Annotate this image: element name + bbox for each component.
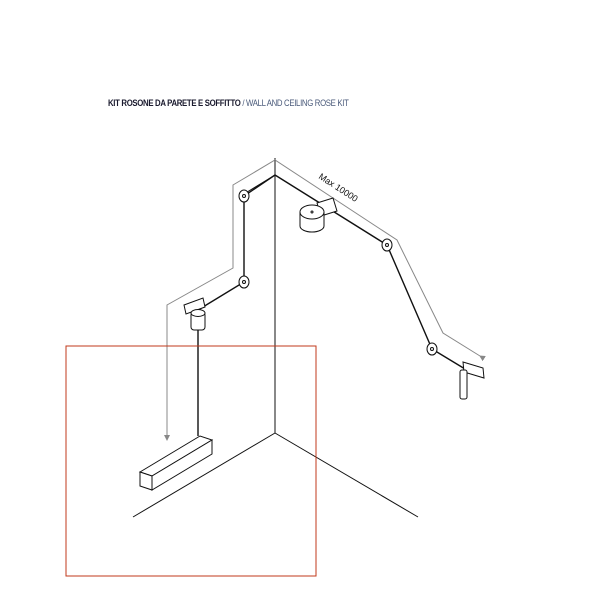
pulley-icon <box>381 238 393 252</box>
pulley-icon <box>238 275 250 289</box>
title-italian: KIT ROSONE DA PARETE E SOFFITTO <box>108 98 241 109</box>
diagram-title: KIT ROSONE DA PARETE E SOFFITTO / WALL A… <box>108 98 349 109</box>
ceiling-rose-icon <box>299 197 338 233</box>
title-english: WALL AND CEILING ROSE KIT <box>246 98 349 109</box>
wall-rose-right-icon <box>459 361 485 400</box>
title-separator: / <box>240 98 247 109</box>
pulley-icon <box>238 189 250 203</box>
pulley-icon <box>426 342 438 356</box>
max-length-label: Max 10000 <box>317 171 360 204</box>
pulleys <box>238 189 438 356</box>
highlight-frame <box>65 345 317 577</box>
linear-lamp-icon <box>138 435 214 491</box>
wall-rose-icon <box>183 297 206 331</box>
length-guide-line <box>164 159 486 441</box>
